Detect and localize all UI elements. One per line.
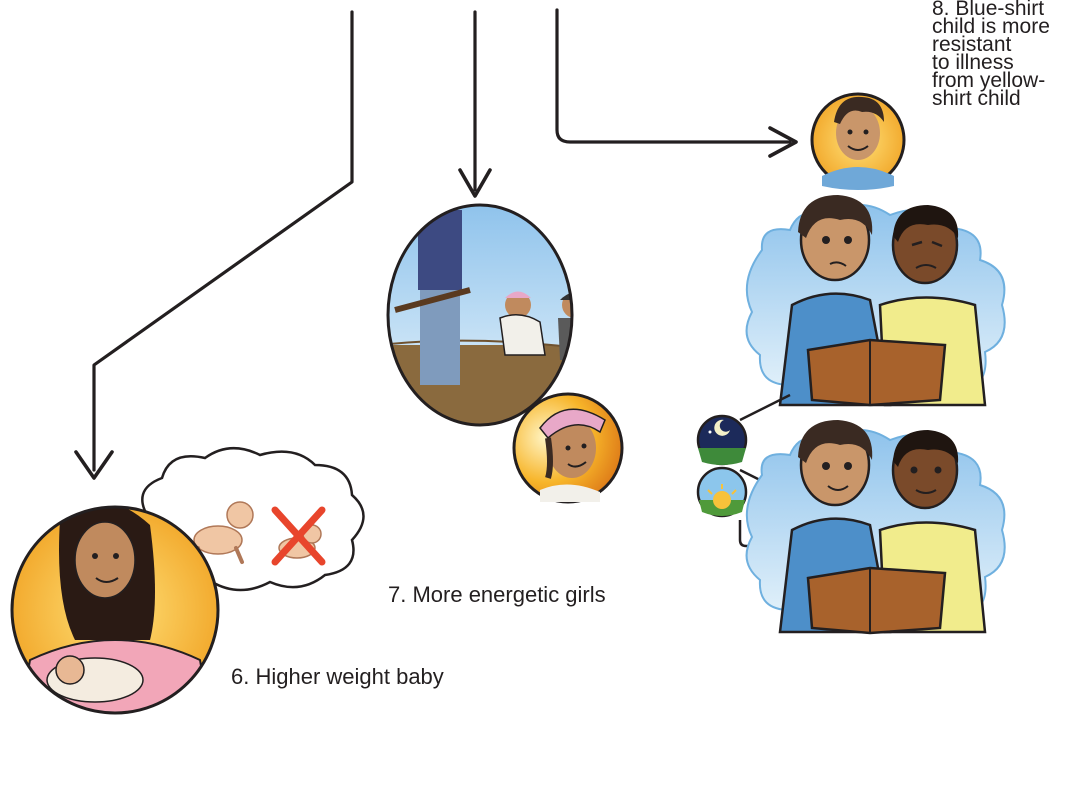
outcome-8-label: 8. Blue-shirt child is more resistant to… <box>932 0 1050 110</box>
field-workers-scene <box>386 203 574 427</box>
energetic-girl-portrait <box>512 392 624 504</box>
outcome-8-line: from yellow- <box>932 69 1046 92</box>
outcome-8-line: child is more <box>932 15 1050 38</box>
outcome-8-line: 8. Blue-shirt <box>932 0 1045 20</box>
night-moon-icon <box>696 414 748 466</box>
children-reading-panel-recovered <box>745 420 1006 635</box>
outcome-8-line: resistant <box>932 33 1012 56</box>
outcome-7-label: 7. More energetic girls <box>388 582 606 607</box>
arrow-to-outcome-7 <box>458 10 492 198</box>
arrow-to-outcome-6 <box>74 10 354 480</box>
outcome-6-label: 6. Higher weight baby <box>231 664 444 689</box>
arrow-to-outcome-8 <box>555 8 798 158</box>
sunrise-icon <box>696 466 748 518</box>
outcome-8-line: to illness <box>932 51 1014 74</box>
blue-shirt-child-portrait <box>810 92 906 190</box>
outcome-8-line: shirt child <box>932 87 1021 110</box>
crossed-out-baby-icon <box>271 506 326 566</box>
mother-with-baby-portrait <box>10 505 220 715</box>
children-reading-panel-ill <box>745 195 1006 407</box>
